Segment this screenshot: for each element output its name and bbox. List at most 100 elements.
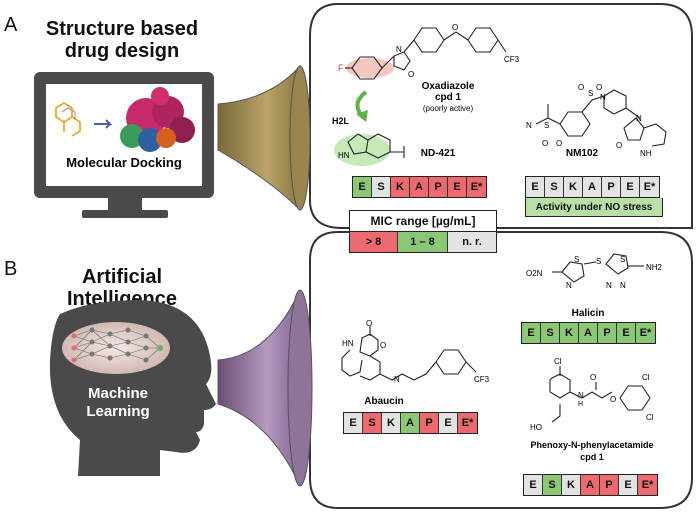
nm102-n-dimethyl: N	[526, 121, 532, 130]
machine-learning-label-1: Machine	[88, 385, 148, 402]
eskape-cell-k: K	[562, 475, 581, 495]
abaucin-cf3: CF3	[474, 375, 490, 384]
oxadiazole-note: (poorly active)	[423, 104, 474, 113]
eskape-cell-e-star: E*	[636, 323, 655, 343]
nm102-n3: N	[636, 114, 642, 123]
eskape-cell-a: A	[579, 323, 598, 343]
abaucin-o2: O	[380, 341, 386, 350]
eskape-cell-e1: E	[524, 475, 543, 495]
panel-a-title: Structure based drug design	[32, 18, 212, 62]
molecular-docking-label: Molecular Docking	[66, 155, 182, 170]
eskape-cell-a: A	[581, 475, 600, 495]
halicin-name: Halicin	[572, 308, 605, 319]
mic-legend-title: MIC range [µg/mL]	[370, 214, 476, 228]
eskape-cell-s: S	[363, 413, 382, 433]
oxadiazole-structure	[345, 27, 507, 80]
halicin-n1: N	[566, 281, 572, 290]
panel-b-frame	[309, 231, 693, 509]
eskape-cell-e-star: E*	[640, 177, 659, 197]
oxadiazole-name-2: cpd 1	[435, 92, 462, 103]
legend-item-high: > 8	[350, 232, 398, 252]
eskape-cell-e1: E	[526, 177, 545, 197]
monitor-icon	[34, 72, 214, 218]
halicin-s1: S	[574, 255, 579, 264]
protein-surface-icon	[120, 87, 195, 152]
phenoxy-o1: O	[590, 373, 596, 382]
panel-b-title-line1: Artificial	[81, 266, 163, 288]
mic-legend-row: > 8 1 – 8 n. r.	[350, 231, 496, 252]
eskape-cell-e1: E	[344, 413, 363, 433]
ox-o-bridge: O	[452, 23, 458, 32]
panel-a-title-line2: drug design	[64, 40, 180, 62]
abaucin-n: N	[394, 375, 400, 384]
halicin-s2: S	[596, 257, 601, 266]
eskape-cell-p: P	[429, 177, 448, 197]
legend-item-nr: n. r.	[448, 232, 496, 252]
nm102-structure	[535, 89, 667, 147]
legend-item-mid: 1 – 8	[398, 232, 448, 252]
mic-legend: MIC range [µg/mL] > 8 1 – 8 n. r.	[349, 210, 497, 253]
eskape-cell-k: K	[564, 177, 583, 197]
eskape-cell-s: S	[541, 323, 560, 343]
eskape-cell-e2: E	[617, 323, 636, 343]
phenoxy-ho: HO	[530, 423, 542, 432]
phenoxy-name-2: cpd 1	[580, 452, 604, 462]
eskape-cell-e2: E	[621, 177, 640, 197]
eskape-cell-a: A	[583, 177, 602, 197]
nm102-name: NM102	[566, 148, 599, 159]
machine-learning-label-2: Learning	[86, 403, 149, 420]
phenoxy-n: N	[578, 391, 584, 400]
phenoxy-cl2: Cl	[642, 373, 650, 382]
halicin-n3: N	[620, 281, 626, 290]
phenoxy-name-1: Phenoxy-N-phenylacetamide	[530, 440, 653, 450]
eskape-cell-p: P	[598, 323, 617, 343]
eskape-cell-s: S	[372, 177, 391, 197]
panel-a-frame	[309, 3, 693, 229]
eskape-cell-e-star: E*	[638, 475, 657, 495]
eskape-cell-p: P	[420, 413, 439, 433]
abaucin-hn: HN	[342, 339, 354, 348]
nd421-hn: HN	[338, 151, 350, 160]
abaucin-name: Abaucin	[364, 396, 403, 407]
phenoxy-structure	[549, 366, 651, 423]
phenoxy-o2: O	[610, 395, 616, 404]
eskape-cell-k: K	[391, 177, 410, 197]
eskape-cell-e-star: E*	[458, 413, 477, 433]
neural-network-icon	[73, 329, 161, 361]
nd421-name: ND-421	[421, 148, 456, 159]
ox-cf3: CF3	[504, 55, 520, 64]
eskape-cell-e1: E	[522, 323, 541, 343]
eskape-cell-p: P	[600, 475, 619, 495]
nm102-o1: O	[578, 83, 584, 92]
panel-a-letter: A	[4, 14, 18, 36]
halicin-s3: S	[620, 255, 625, 264]
halicin-structure	[552, 253, 644, 283]
eskape-cell-e2: E	[619, 475, 638, 495]
nm102-s1: S	[544, 121, 549, 130]
nm102-o4: O	[556, 139, 562, 148]
h2l-label: H2L	[332, 116, 350, 126]
eskape-cell-e-star: E*	[467, 177, 486, 197]
nm102-s2: S	[588, 89, 593, 98]
neural-network-nodes	[71, 327, 163, 363]
eskape-cell-e1: E	[353, 177, 372, 197]
eskape-cell-k: K	[560, 323, 579, 343]
nm102-o2: O	[596, 83, 602, 92]
eskape-cell-a: A	[410, 177, 429, 197]
halicin-o2n: O2N	[526, 269, 543, 278]
eskape-cell-e2: E	[448, 177, 467, 197]
phenoxy-cl3: Cl	[646, 413, 654, 422]
h2l-arrow-icon	[355, 90, 368, 122]
eskape-cell-k: K	[382, 413, 401, 433]
eskape-cell-e2: E	[439, 413, 458, 433]
eskape-cell-p: P	[602, 177, 621, 197]
eskape-cell-s: S	[543, 475, 562, 495]
eskape-cell-s: S	[545, 177, 564, 197]
nm102-o: O	[616, 141, 622, 150]
oxadiazole-name-1: Oxadiazole	[422, 81, 475, 92]
funnel-a	[217, 64, 311, 212]
